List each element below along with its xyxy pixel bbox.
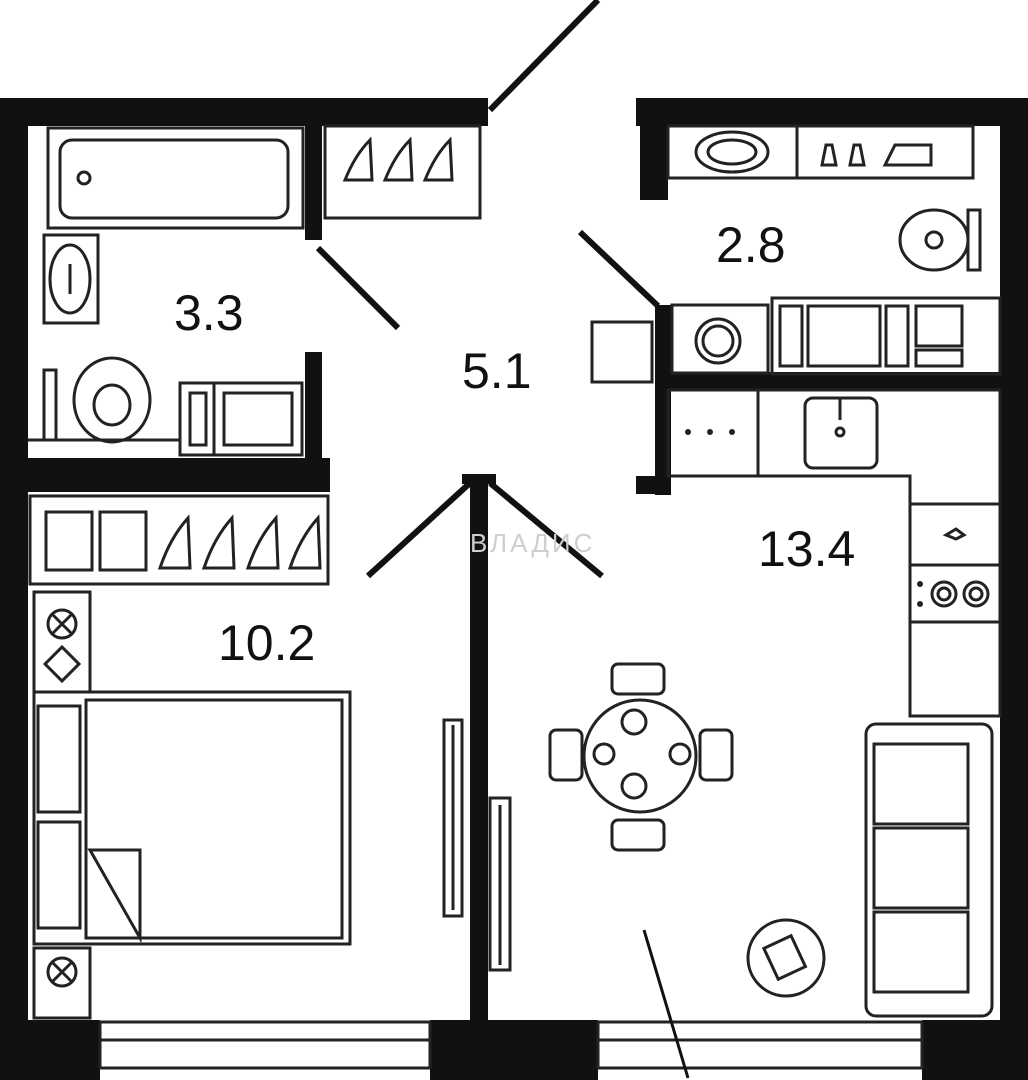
toilet-icon [42,356,152,444]
living-door [488,480,604,579]
windows [98,1020,924,1070]
wc-door [577,229,661,309]
bathroom-area-label: 3.3 [174,285,244,341]
hall-cabinet-icon [590,320,654,384]
bathtub-icon [46,126,305,230]
bed-icon [32,690,352,946]
washing-machine-icon [670,296,1002,376]
kitchen-counter-icon [666,388,1002,718]
walls [0,98,1028,1080]
bathroom-door [315,245,401,331]
kitchen-living-area-label: 13.4 [758,521,855,577]
wc-area-label: 2.8 [716,217,786,273]
watermark: ВЛАДИС [470,528,595,558]
bedroom-area-label: 10.2 [218,615,315,671]
sink-icon [42,233,100,325]
wc-top-counter-icon [666,124,975,180]
bedroom-wardrobe-icon [28,494,330,586]
bedroom-door [365,480,473,579]
hall-wardrobe-icon [323,124,482,220]
hallway-area-label: 5.1 [462,343,532,399]
sofa-icon [864,722,994,1018]
nightstand-icon [32,590,92,1020]
dining-table-icon [548,662,734,852]
wc-toilet-icon [898,208,982,272]
tv-panel-icon [442,718,512,972]
plant-icon [746,918,826,998]
washing-shelf-icon [178,381,304,457]
balcony-door [642,929,690,1079]
doors [315,0,690,1079]
entrance-door [487,0,601,113]
